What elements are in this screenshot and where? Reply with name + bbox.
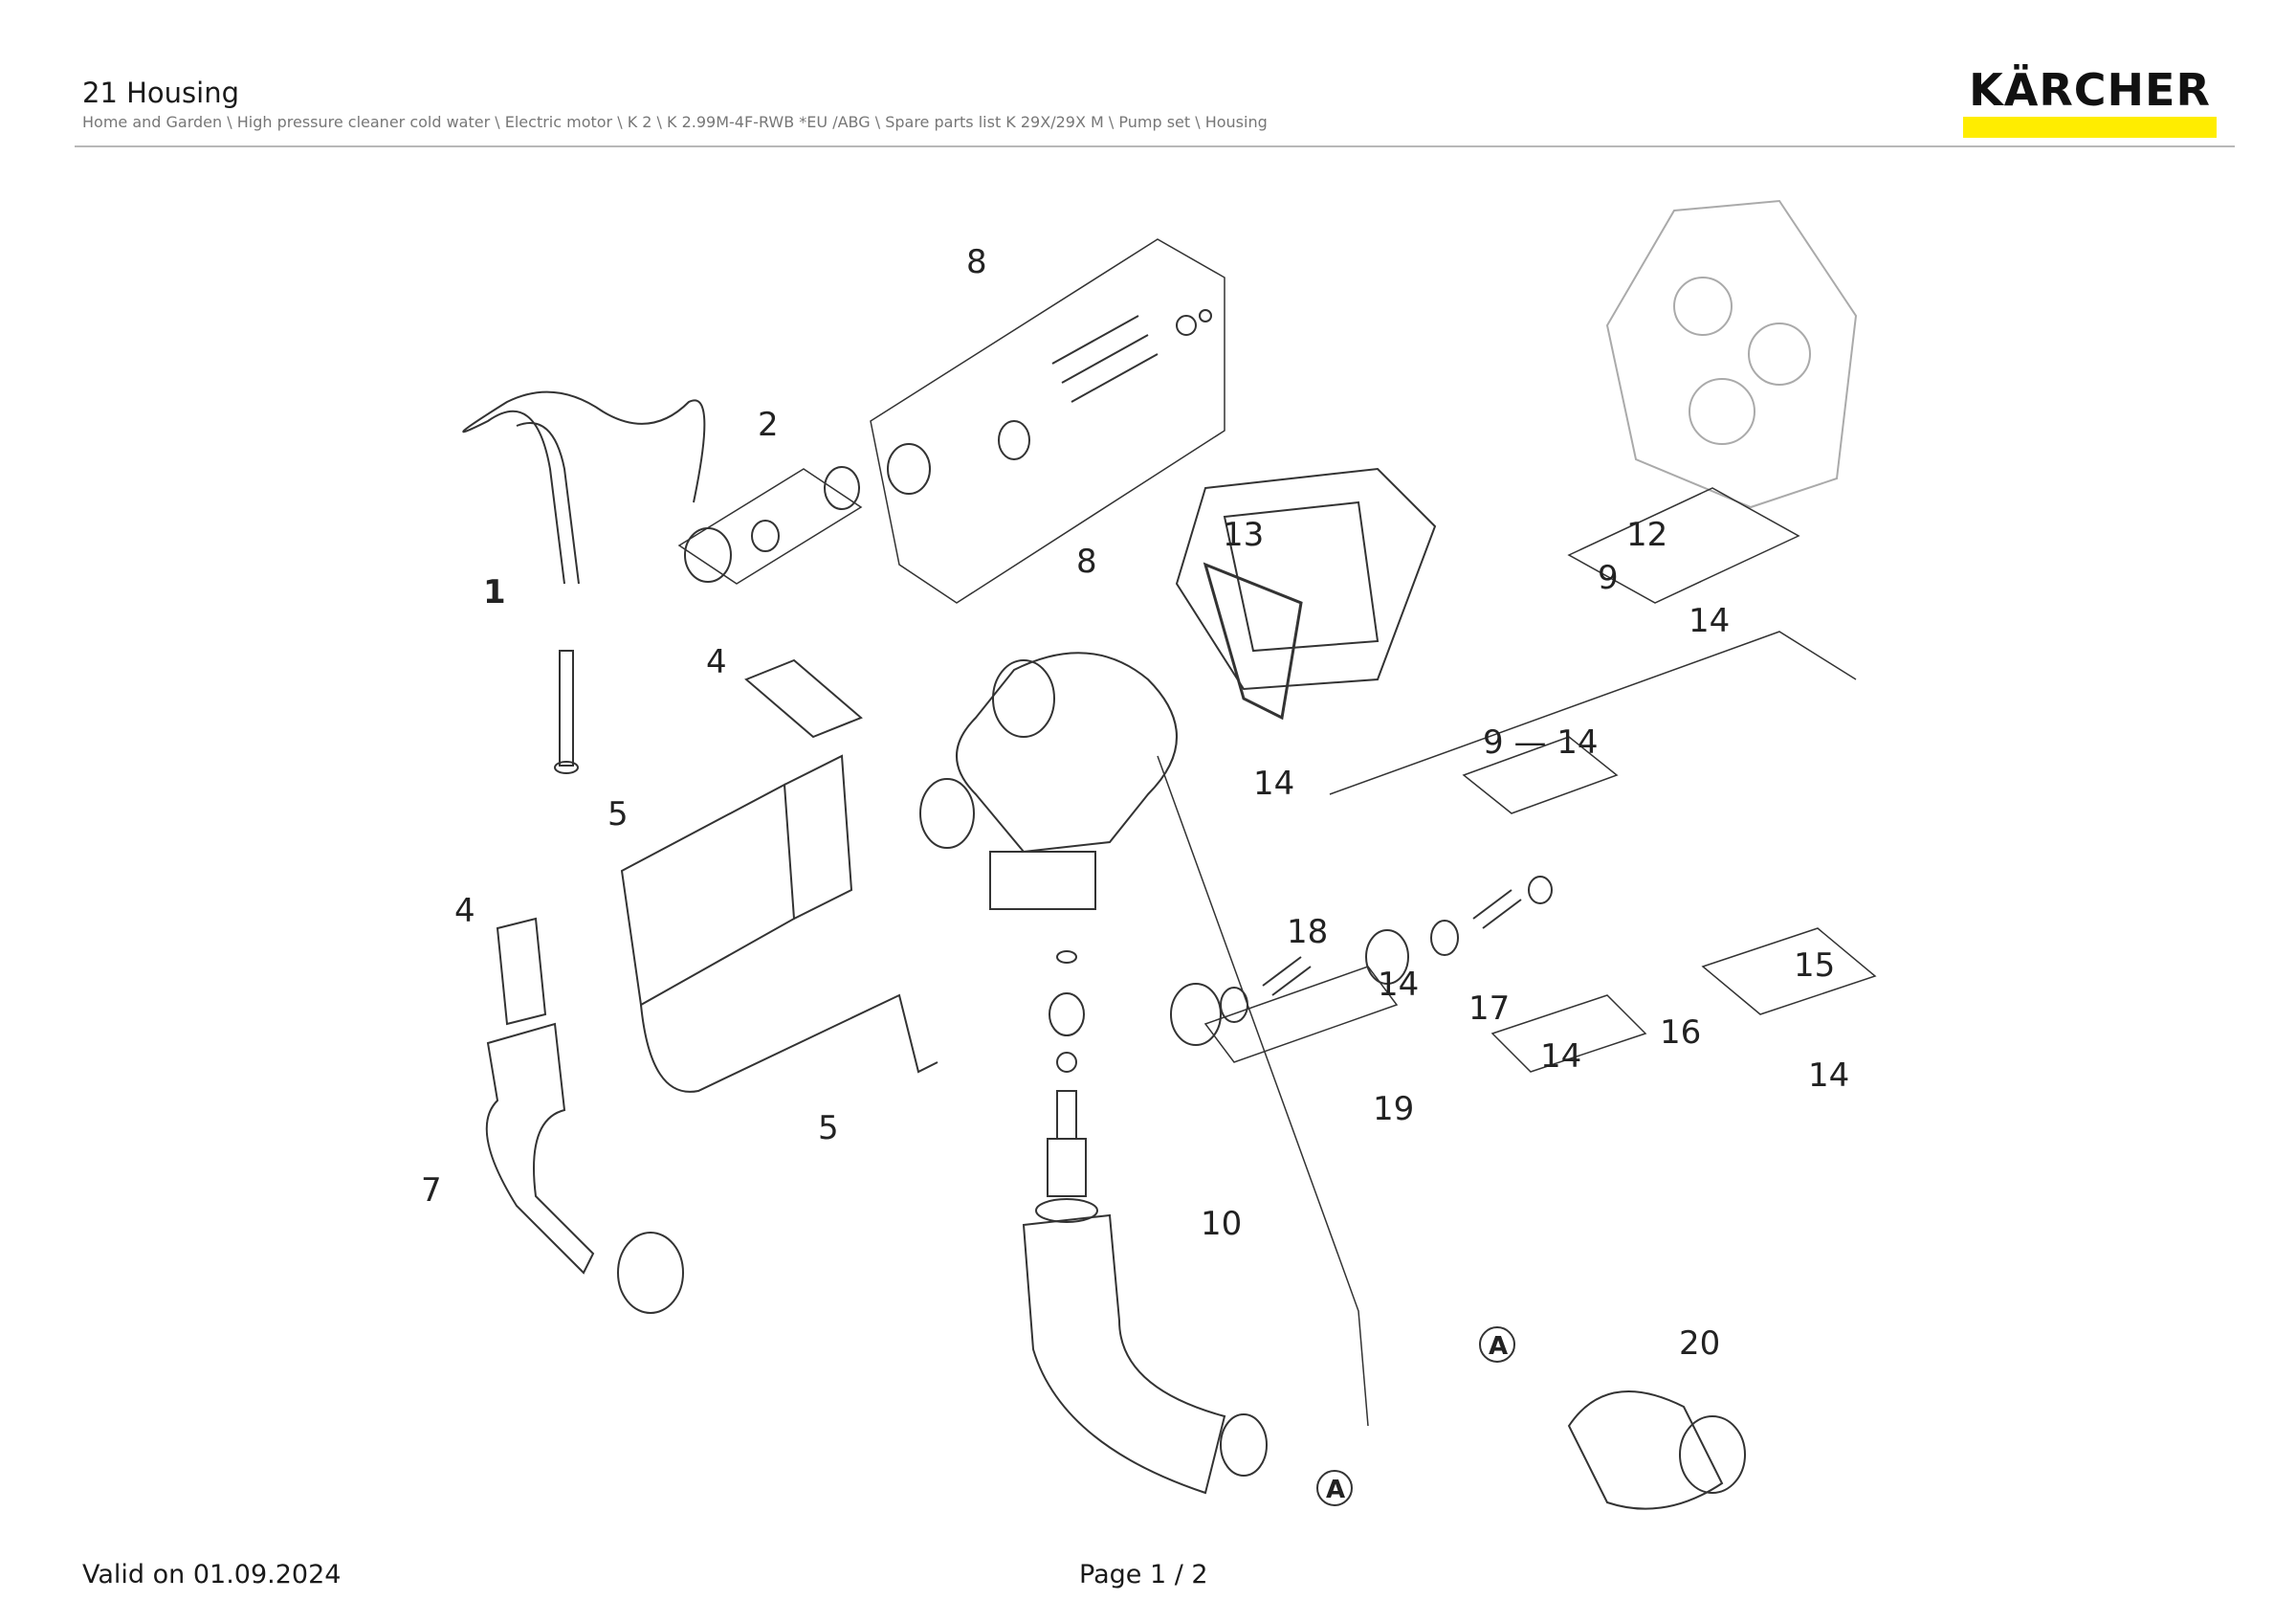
exploded-parts-diagram: 1 2 4 4 5 5 7 8 8 9 9 — 14 10 12 13 14 1…	[421, 199, 1877, 1510]
elbow-part-7	[485, 1022, 595, 1275]
connector-mark-a1: A	[1489, 1332, 1508, 1361]
callout-5a: 5	[607, 795, 629, 834]
callout-8a: 8	[966, 243, 987, 281]
callout-7: 7	[421, 1171, 442, 1210]
clip-part-4b	[496, 917, 547, 1026]
page-title: 21 Housing	[82, 77, 240, 109]
callout-14d: 14	[1808, 1056, 1849, 1095]
callout-9a: 9	[1598, 559, 1619, 597]
pump-housing	[956, 652, 1178, 854]
callout-1: 1	[483, 573, 506, 611]
callout-12: 12	[1626, 516, 1667, 554]
callout-15: 15	[1794, 946, 1835, 985]
callout-4a: 4	[706, 643, 727, 681]
callout-2: 2	[758, 406, 779, 444]
callout-8b: 8	[1076, 543, 1097, 581]
callout-4b: 4	[454, 892, 475, 930]
pump-flange	[1605, 199, 1858, 509]
callout-20: 20	[1679, 1324, 1720, 1363]
bracket-part-5b	[640, 993, 938, 1093]
tube-part	[559, 650, 574, 767]
callout-13: 13	[1223, 516, 1264, 554]
elbow-part-10	[1022, 1213, 1226, 1495]
o-ring-13	[1203, 562, 1303, 721]
callout-17: 17	[1468, 989, 1510, 1028]
callout-5b: 5	[818, 1109, 839, 1147]
hose-part	[462, 390, 706, 585]
coupling-part-20	[1567, 1390, 1724, 1510]
header-divider	[75, 145, 2235, 147]
clip-part-4a	[744, 658, 863, 739]
logo-wordmark: KÄRCHER	[1969, 64, 2211, 116]
cylinder-head	[1175, 467, 1437, 691]
breadcrumb[interactable]: Home and Garden \ High pressure cleaner …	[82, 113, 1268, 131]
karcher-logo: KÄRCHER	[1963, 63, 2217, 138]
callout-18: 18	[1287, 913, 1328, 951]
callout-14e: 14	[1378, 966, 1419, 1004]
bracket-part-5a	[620, 783, 796, 1007]
callout-16: 16	[1660, 1013, 1701, 1052]
callout-19: 19	[1373, 1090, 1414, 1128]
callout-10: 10	[1201, 1205, 1242, 1243]
valid-date: Valid on 01.09.2024	[82, 1560, 342, 1590]
callout-14c: 14	[1540, 1037, 1581, 1076]
callout-14a: 14	[1689, 602, 1730, 640]
page-number: Page 1 / 2	[1079, 1560, 1208, 1590]
callout-9-14: 9 — 14	[1483, 723, 1599, 762]
logo-yellow-bar	[1963, 117, 2217, 138]
callout-14b: 14	[1253, 765, 1294, 803]
valve-part-16	[1365, 929, 1409, 985]
valve-part-19	[1170, 983, 1222, 1046]
valve-set-8-frame	[870, 238, 1225, 604]
valve-group-2-frame	[677, 468, 863, 585]
connector-mark-a2: A	[1326, 1476, 1345, 1504]
